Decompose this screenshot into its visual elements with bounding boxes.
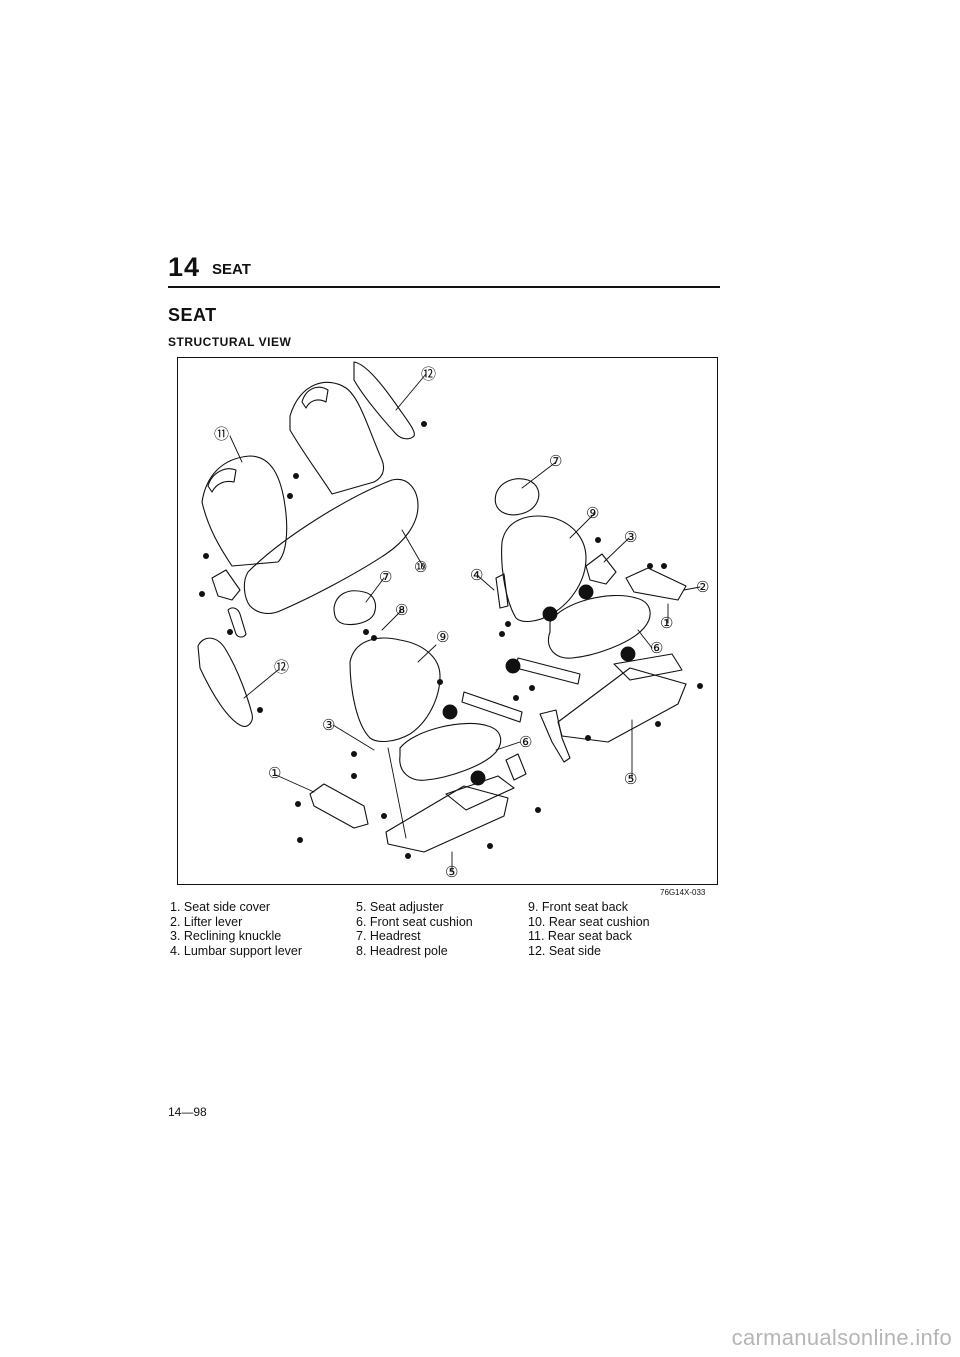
header-rule [168, 286, 720, 288]
svg-text:A: A [474, 773, 482, 785]
legend-item: 2. Lifter lever [170, 914, 243, 929]
front-seat-cushion-left [399, 722, 502, 781]
svg-text:B: B [546, 609, 553, 621]
front-headrest-left [333, 590, 377, 626]
callout-6-left: ⑥ [519, 734, 532, 751]
callout-1-right: ① [660, 615, 673, 632]
rear-seat-back-left [201, 455, 288, 567]
bar-a [461, 691, 523, 723]
callout-3-right: ③ [624, 529, 637, 546]
seat-adjuster-left [385, 785, 509, 853]
legend-column-2: 5. Seat adjuster 6. Front seat cushion 7… [356, 900, 473, 958]
front-seat-back-right [501, 515, 587, 623]
figure-code: 76G14X-033 [660, 888, 706, 897]
svg-text:C: C [582, 587, 590, 599]
rear-headrest [301, 386, 329, 409]
leader-lines [229, 373, 701, 873]
legend-item: 11. Rear seat back [528, 929, 632, 943]
callout-9-right: ⑨ [586, 505, 599, 522]
page-number: 14—98 [168, 1105, 207, 1119]
legend-column-1: 1. Seat side cover 2. Lifter lever 3. Re… [170, 900, 302, 958]
front-headrest-right [494, 478, 540, 516]
legend-item: 1. Seat side cover [170, 900, 271, 914]
rear-seat-side-upper [353, 361, 415, 440]
chapter-number: 14 [168, 252, 201, 282]
rear-seat-back-right [289, 381, 385, 495]
callout-12-top: ⑫ [421, 366, 436, 383]
lumbar-support-lever [495, 573, 509, 609]
bar-b [515, 657, 581, 685]
bolts [199, 421, 703, 859]
callout-11: ⑪ [214, 426, 229, 443]
callouts: ⑫ ⑪ ⑦ ⑨ ③ ⑩ ④ ⑦ ② ⑧ ① ⑨ ⑥ ⑫ ③ ⑥ ① ⑤ ⑤ [214, 366, 709, 881]
rear-seat-cushion [243, 478, 419, 615]
rear-headrest-left [207, 468, 237, 493]
letter-markers: B C B C A A [442, 584, 636, 786]
callout-7-left: ⑦ [379, 569, 392, 586]
callout-4: ④ [470, 567, 483, 584]
lifter-lever-right [625, 567, 687, 601]
callout-3-left: ③ [322, 717, 335, 734]
seat-side-strip [227, 607, 247, 638]
callout-10: ⑩ [414, 559, 427, 576]
legend-item: 9. Front seat back [528, 900, 629, 914]
chapter-title: SEAT [212, 261, 251, 278]
seat-side-cover-left [309, 783, 369, 829]
seat-adjuster-right [557, 667, 687, 743]
front-seat-back-left [349, 637, 441, 743]
legend-item: 12. Seat side [528, 943, 601, 958]
legend-item: 4. Lumbar support lever [170, 943, 303, 958]
lifter-frame-right [613, 653, 683, 681]
callout-5-bottom: ⑤ [445, 864, 458, 881]
callout-12-bottom: ⑫ [274, 659, 289, 676]
reclining-knuckle-right [585, 553, 617, 585]
callout-9-left: ⑨ [436, 629, 449, 646]
callout-2: ② [696, 579, 709, 596]
callout-1-left: ① [268, 765, 281, 782]
section-subtitle: STRUCTURAL VIEW [168, 335, 292, 349]
legend-item: 7. Headrest [356, 929, 421, 943]
seatbelt-strap [539, 709, 571, 763]
front-seat-cushion-right [548, 594, 651, 659]
legend-item: 10. Rear seat cushion [528, 914, 650, 929]
legend-column-3: 9. Front seat back 10. Rear seat cushion… [528, 900, 650, 958]
rear-seat-side-lower [197, 637, 253, 727]
callout-6-right: ⑥ [650, 640, 663, 657]
section-title: SEAT [168, 305, 217, 325]
legend-item: 3. Reclining knuckle [170, 929, 282, 943]
watermark: carmanualsonline.info [731, 1325, 952, 1350]
legend-item: 6. Front seat cushion [356, 914, 473, 929]
legend-item: 8. Headrest pole [356, 943, 448, 958]
svg-text:A: A [446, 707, 454, 719]
svg-text:C: C [624, 649, 632, 661]
knuckle-piece-left [211, 569, 241, 601]
callout-7-right: ⑦ [549, 453, 562, 470]
callout-5-right: ⑤ [624, 771, 637, 788]
svg-text:B: B [509, 661, 516, 673]
seat-exploded-diagram: ⑫ ⑪ ⑦ ⑨ ③ ⑩ ④ ⑦ ② ⑧ ① ⑨ ⑥ ⑫ ③ ⑥ ① ⑤ ⑤ B … [197, 361, 709, 881]
structural-view-figure: ⑫ ⑪ ⑦ ⑨ ③ ⑩ ④ ⑦ ② ⑧ ① ⑨ ⑥ ⑫ ③ ⑥ ① ⑤ ⑤ B … [177, 357, 718, 885]
callout-8: ⑧ [395, 602, 408, 619]
legend-item: 5. Seat adjuster [356, 900, 444, 914]
seatbelt-buckle [505, 753, 527, 781]
